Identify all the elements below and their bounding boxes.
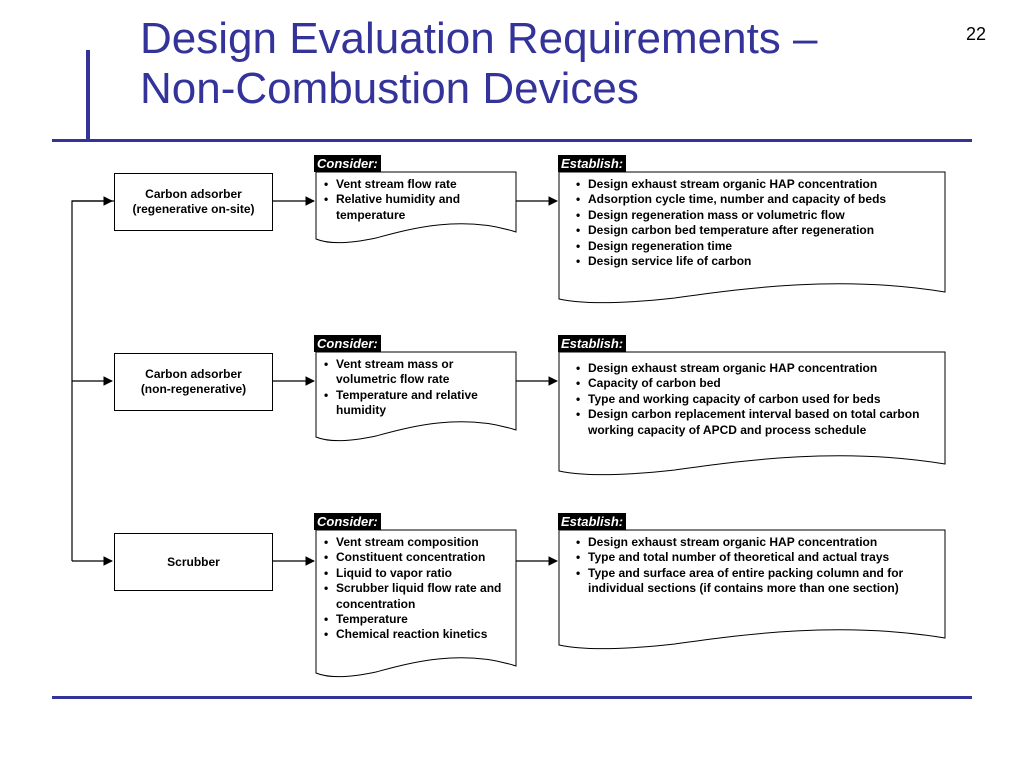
title-accent-bar bbox=[86, 50, 90, 140]
list-item: Constituent concentration bbox=[320, 550, 514, 566]
title-line-1: Design Evaluation Requirements – bbox=[140, 14, 818, 63]
list-item: Design carbon bed temperature after rege… bbox=[572, 223, 944, 239]
device-label: (non-regenerative) bbox=[140, 382, 247, 396]
page-number: 22 bbox=[966, 24, 987, 44]
list-item: Temperature and relative humidity bbox=[320, 388, 514, 419]
device-box-regenerative: Carbon adsorber (regenerative on-site) bbox=[114, 173, 273, 231]
list-item: Type and working capacity of carbon used… bbox=[572, 392, 944, 408]
list-item: Type and surface area of entire packing … bbox=[572, 566, 944, 597]
list-item: Vent stream flow rate bbox=[320, 177, 514, 193]
title-line-2: Non-Combustion Devices bbox=[140, 64, 639, 113]
consider-list: Vent stream flow rate Relative humidity … bbox=[320, 177, 514, 223]
slide-title: Design Evaluation Requirements – Non-Com… bbox=[140, 14, 960, 114]
list-item: Liquid to vapor ratio bbox=[320, 566, 514, 582]
consider-list: Vent stream mass or volumetric flow rate… bbox=[320, 357, 514, 419]
establish-list: Design exhaust stream organic HAP concen… bbox=[572, 535, 944, 597]
device-label: Carbon adsorber bbox=[145, 367, 242, 381]
list-item: Relative humidity and temperature bbox=[320, 192, 514, 223]
list-item: Type and total number of theoretical and… bbox=[572, 550, 944, 566]
establish-list: Design exhaust stream organic HAP concen… bbox=[572, 177, 944, 270]
consider-tag: Consider: bbox=[314, 155, 381, 172]
list-item: Scrubber liquid flow rate and concentrat… bbox=[320, 581, 514, 612]
establish-tag: Establish: bbox=[558, 513, 627, 530]
consider-tag: Consider: bbox=[314, 335, 381, 352]
list-item: Design exhaust stream organic HAP concen… bbox=[572, 177, 944, 193]
consider-list: Vent stream composition Constituent conc… bbox=[320, 535, 514, 643]
list-item: Vent stream composition bbox=[320, 535, 514, 551]
list-item: Vent stream mass or volumetric flow rate bbox=[320, 357, 514, 388]
list-item: Design service life of carbon bbox=[572, 254, 944, 270]
footer-divider bbox=[52, 696, 972, 699]
device-label: Carbon adsorber bbox=[145, 187, 242, 201]
consider-tag: Consider: bbox=[314, 513, 381, 530]
list-item: Temperature bbox=[320, 612, 514, 628]
list-item: Design exhaust stream organic HAP concen… bbox=[572, 361, 944, 377]
device-label: (regenerative on-site) bbox=[132, 202, 255, 216]
list-item: Design exhaust stream organic HAP concen… bbox=[572, 535, 944, 551]
list-item: Adsorption cycle time, number and capaci… bbox=[572, 192, 944, 208]
list-item: Capacity of carbon bed bbox=[572, 376, 944, 392]
device-box-non-regenerative: Carbon adsorber (non-regenerative) bbox=[114, 353, 273, 411]
establish-list: Design exhaust stream organic HAP concen… bbox=[572, 361, 944, 438]
title-divider bbox=[52, 139, 972, 142]
establish-tag: Establish: bbox=[558, 155, 627, 172]
list-item: Design regeneration mass or volumetric f… bbox=[572, 208, 944, 224]
list-item: Chemical reaction kinetics bbox=[320, 627, 514, 643]
list-item: Design regeneration time bbox=[572, 239, 944, 255]
list-item: Design carbon replacement interval based… bbox=[572, 407, 944, 438]
establish-tag: Establish: bbox=[558, 335, 627, 352]
device-box-scrubber: Scrubber bbox=[114, 533, 273, 591]
device-label: Scrubber bbox=[167, 554, 220, 569]
